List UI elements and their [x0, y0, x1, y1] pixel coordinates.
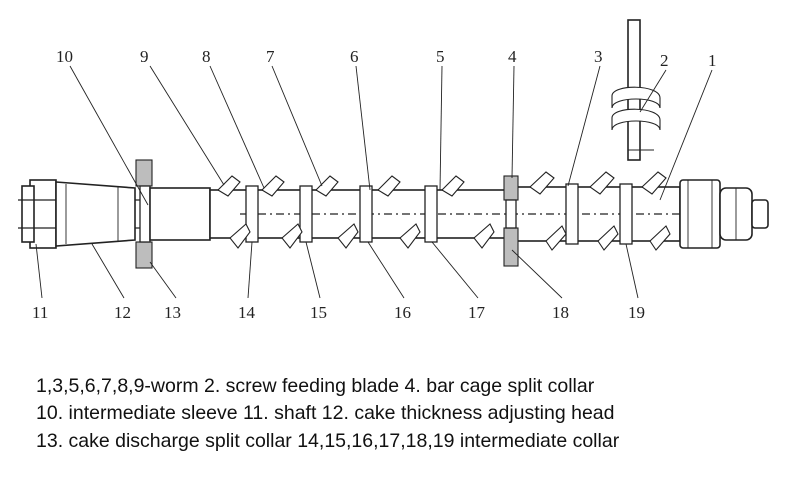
label-19: 19 [628, 303, 645, 322]
label-3: 3 [594, 47, 603, 66]
leader-lines-bottom [35, 241, 639, 299]
label-13: 13 [164, 303, 181, 322]
label-11: 11 [32, 303, 48, 322]
leader-lines-top [69, 65, 713, 206]
bottom-labels: 11 12 13 14 15 16 17 18 19 [32, 303, 645, 322]
shaft-right-end [679, 179, 769, 249]
label-7: 7 [266, 47, 275, 66]
intermediate-sleeve [149, 187, 211, 241]
label-6: 6 [350, 47, 359, 66]
label-1: 1 [708, 51, 717, 70]
label-8: 8 [202, 47, 211, 66]
label-12: 12 [114, 303, 131, 322]
caption-line-3: 13. cake discharge split collar 14,15,16… [36, 430, 620, 452]
shaft-left-end [18, 179, 140, 249]
screw-feeding-blade-detail [611, 19, 661, 161]
label-18: 18 [552, 303, 569, 322]
bar-cage-collar [503, 175, 519, 267]
label-17: 17 [468, 303, 486, 322]
caption-line-2: 10. intermediate sleeve 11. shaft 12. ca… [36, 402, 615, 424]
caption-line-1: 1,3,5,6,7,8,9-worm 2. screw feeding blad… [36, 375, 595, 397]
label-16: 16 [394, 303, 411, 322]
intermediate-collars [245, 183, 633, 245]
label-14: 14 [238, 303, 256, 322]
label-9: 9 [140, 47, 149, 66]
top-labels: 10 9 8 7 6 5 4 3 2 1 [56, 47, 717, 70]
label-2: 2 [660, 51, 669, 70]
worm-flights [217, 171, 671, 251]
label-4: 4 [508, 47, 517, 66]
label-15: 15 [310, 303, 327, 322]
label-10: 10 [56, 47, 73, 66]
label-5: 5 [436, 47, 445, 66]
